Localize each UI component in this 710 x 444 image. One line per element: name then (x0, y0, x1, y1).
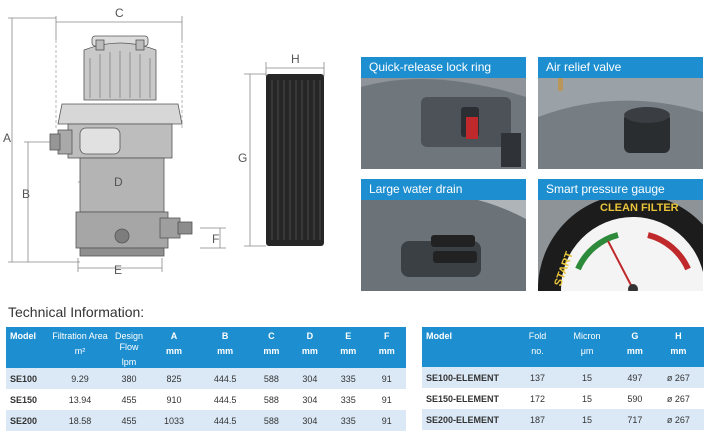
feature-photo-air-valve: Air relief valve (538, 57, 703, 169)
feature-caption: Smart pressure gauge (538, 179, 703, 200)
dim-label-c: C (115, 6, 124, 20)
cell-e: 335 (329, 368, 368, 389)
cell-d: 304 (290, 410, 330, 431)
cell-b: 444.5 (198, 389, 253, 410)
cell-f: 91 (367, 389, 406, 410)
cell-e: 335 (329, 389, 368, 410)
cell-area: 18.58 (52, 410, 108, 431)
cell-a: 825 (150, 368, 199, 389)
feature-caption: Large water drain (361, 179, 526, 200)
cell-d: 304 (290, 368, 330, 389)
tech-info-title: Technical Information: (8, 304, 145, 320)
dim-label-g: G (238, 151, 247, 165)
feature-photo-gauge: CLEAN FILTER START Smart pressure gauge (538, 179, 703, 291)
cell-model: SE200-ELEMENT (422, 409, 518, 430)
cell-c: 588 (252, 410, 291, 431)
cell-fold: 172 (518, 388, 557, 409)
cell-c: 588 (252, 368, 291, 389)
cell-fold: 137 (518, 367, 557, 388)
cell-model: SE200 (6, 410, 52, 431)
table-row: SE100 9.29 380 825 444.5 588 304 335 91 (6, 368, 406, 389)
cell-model: SE150-ELEMENT (422, 388, 518, 409)
cell-flow: 455 (108, 389, 150, 410)
cell-b: 444.5 (198, 368, 253, 389)
cell-flow: 455 (108, 410, 150, 431)
feature-caption: Air relief valve (538, 57, 703, 78)
cell-micron: 15 (556, 388, 618, 409)
cell-b: 444.5 (198, 410, 253, 431)
element-dimension-diagram: H G (238, 52, 325, 247)
table-row: SE150-ELEMENT 172 15 590 ø 267 (422, 388, 704, 409)
cell-c: 588 (252, 389, 291, 410)
cell-micron: 15 (556, 409, 618, 430)
cell-g: 717 (617, 409, 653, 430)
cell-f: 91 (367, 368, 406, 389)
dim-label-d: D (114, 175, 123, 189)
cell-area: 9.29 (52, 368, 108, 389)
table-row: SE200 18.58 455 1033 444.5 588 304 335 9… (6, 410, 406, 431)
cell-g: 497 (617, 367, 653, 388)
cell-a: 1033 (150, 410, 199, 431)
gauge-ring-text: CLEAN FILTER (600, 202, 679, 214)
feature-photo-lock-ring: Quick-release lock ring (361, 57, 526, 169)
table-row: SE150 13.94 455 910 444.5 588 304 335 91 (6, 389, 406, 410)
cell-model: SE150 (6, 389, 52, 410)
cell-g: 590 (617, 388, 653, 409)
col-header-model: Model (422, 327, 518, 367)
cell-a: 910 (150, 389, 199, 410)
feature-caption: Quick-release lock ring (361, 57, 526, 78)
cell-h: ø 267 (652, 367, 704, 388)
feature-photo-drain: Large water drain (361, 179, 526, 291)
cell-area: 13.94 (52, 389, 108, 410)
cell-flow: 380 (108, 368, 150, 389)
dim-label-a: A (3, 131, 11, 145)
cell-h: ø 267 (652, 388, 704, 409)
table-row: SE200-ELEMENT 187 15 717 ø 267 (422, 409, 704, 430)
filter-dimension-diagram: C A B D E F (3, 6, 226, 277)
dim-label-e: E (114, 263, 122, 277)
dim-label-f: F (212, 232, 219, 246)
cell-d: 304 (290, 389, 330, 410)
col-header-model: Model (6, 327, 52, 368)
cell-fold: 187 (518, 409, 557, 430)
cell-h: ø 267 (652, 409, 704, 430)
cell-f: 91 (367, 410, 406, 431)
cell-e: 335 (329, 410, 368, 431)
cell-model: SE100-ELEMENT (422, 367, 518, 388)
dim-label-b: B (22, 187, 30, 201)
cell-model: SE100 (6, 368, 52, 389)
dim-label-h: H (291, 52, 300, 66)
cartridge-shape (266, 74, 324, 246)
cell-micron: 15 (556, 367, 618, 388)
table-row: SE100-ELEMENT 137 15 497 ø 267 (422, 367, 704, 388)
